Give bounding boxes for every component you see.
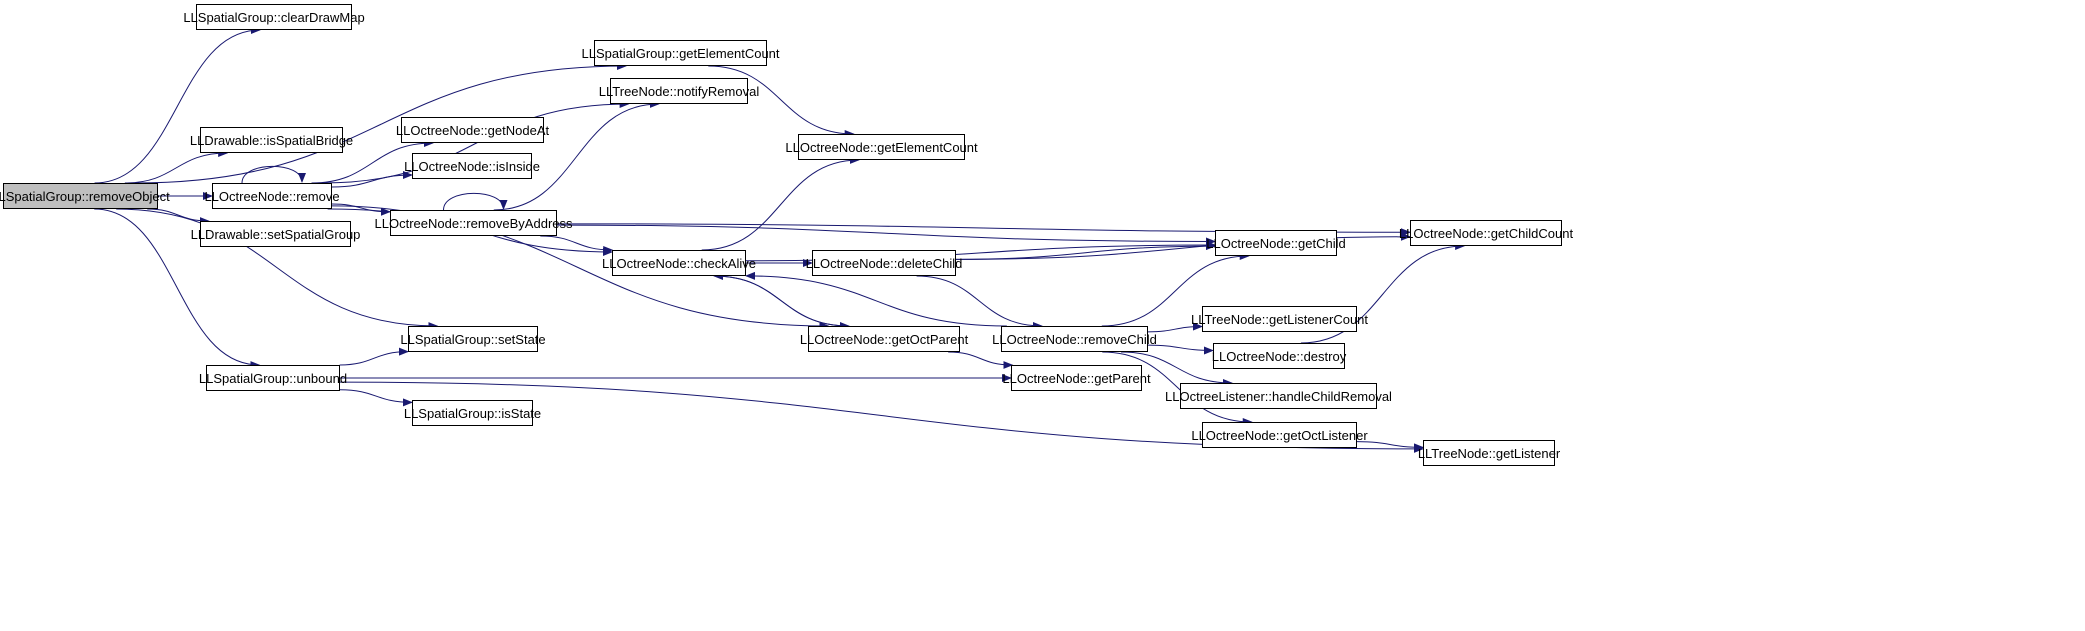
node-spatialgroup-cleardrawmap[interactable]: LLSpatialGroup::clearDrawMap	[183, 4, 365, 30]
edge-removeChild-handleChildRemoval	[1121, 351, 1233, 387]
node-drawable-setspatialgroup[interactable]: LLDrawable::setSpatialGroup	[191, 221, 360, 247]
edge-removeChild-getListenerCount	[1147, 322, 1203, 333]
edge-removeObject-setSpatialGroup	[147, 208, 210, 225]
edge-remove-getNodeAt	[311, 139, 435, 184]
node-spatialgroup-isstate[interactable]: LLSpatialGroup::isState	[404, 400, 541, 426]
edge-removeObject-setState	[116, 208, 439, 330]
edge-removeByAddress-checkAlive	[540, 235, 614, 254]
node-octreenode-getelementcount[interactable]: LLOctreeNode::getElementCount	[785, 134, 978, 160]
node-octreenode-remove[interactable]: LLOctreeNode::remove	[204, 183, 340, 209]
node-treenode-notifyremoval[interactable]: LLTreeNode::notifyRemoval	[599, 78, 759, 104]
edge-removeObject-isSpatialBridge	[124, 149, 229, 184]
edge-sgGetElementCount-onGetElementCount	[708, 65, 855, 138]
node-octreenode-getnodeat[interactable]: LLOctreeNode::getNodeAt	[396, 117, 549, 143]
edge-remove-remove	[241, 165, 306, 184]
edge-getOctParent-getParent	[948, 351, 1014, 369]
edge-getOctParent-checkAlive	[713, 272, 849, 327]
edge-removeObject-clearDrawMap	[94, 26, 261, 184]
node-octreenode-removebyaddress[interactable]: LLOctreeNode::removeByAddress	[375, 210, 573, 236]
edge-remove-notifyRemoval	[322, 100, 630, 184]
node-octreenode-getoctlistener[interactable]: LLOctreeNode::getOctListener	[1191, 422, 1368, 448]
edge-unbound-isState	[339, 389, 413, 407]
node-octreenode-destroy[interactable]: LLOctreeNode::destroy	[1212, 343, 1346, 369]
edge-deleteChild-getChild	[955, 242, 1216, 260]
edge-destroy-getChildCount	[1300, 242, 1466, 344]
node-octreenode-removechild[interactable]: LLOctreeNode::removeChild	[992, 326, 1157, 352]
edge-removeByAddress-getChild	[556, 224, 1216, 246]
node-octreenode-isinside[interactable]: LLOctreeNode::isInside	[404, 153, 540, 179]
edge-removeChild-destroy	[1147, 344, 1214, 355]
edge-removeChild-checkAlive	[745, 271, 1007, 327]
node-octreenode-getchild[interactable]: LLOctreeNode::getChild	[1206, 230, 1346, 256]
node-treenode-getlistener[interactable]: LLTreeNode::getListener	[1418, 440, 1560, 466]
node-octreenode-deletechild[interactable]: LLOctreeNode::deleteChild	[806, 250, 962, 276]
edge-deleteChild-removeChild	[916, 275, 1043, 330]
edge-checkAlive-onGetElementCount	[701, 156, 860, 251]
edge-removeObject-sgGetElementCount	[135, 62, 627, 184]
node-spatialgroup-getelementcount[interactable]: LLSpatialGroup::getElementCount	[582, 40, 780, 66]
edge-removeChild-getOctListener	[1102, 351, 1253, 426]
node-spatialgroup-removeobject[interactable]: LLSpatialGroup::removeObject	[0, 183, 170, 209]
edge-removeObject-unbound	[94, 208, 261, 369]
node-spatialgroup-setstate[interactable]: LLSpatialGroup::setState	[400, 326, 546, 352]
node-octreenode-getoctparent[interactable]: LLOctreeNode::getOctParent	[800, 326, 968, 352]
node-drawable-isspatialbridge[interactable]: LLDrawable::isSpatialBridge	[190, 127, 353, 153]
node-treenode-getlistenercount[interactable]: LLTreeNode::getListenerCount	[1191, 306, 1368, 332]
node-octreenode-getchildcount[interactable]: LLOctreeNode::getChildCount	[1399, 220, 1573, 246]
node-octreelistener-handlechildremoval[interactable]: LLOctreeListener::handleChildRemoval	[1165, 383, 1392, 409]
edge-getOctListener-getListener	[1356, 441, 1424, 452]
node-octreenode-checkalive[interactable]: LLOctreeNode::checkAlive	[602, 250, 756, 276]
edge-removeByAddress-removeByAddress	[443, 192, 508, 211]
edge-unbound-setState	[339, 347, 409, 366]
edge-removeChild-getChild	[1101, 252, 1250, 327]
node-spatialgroup-unbound[interactable]: LLSpatialGroup::unbound	[199, 365, 347, 391]
edge-removeByAddress-notifyRemoval	[493, 100, 660, 211]
edge-remove-isInside	[331, 171, 413, 188]
node-octreenode-getparent[interactable]: LLOctreeNode::getParent	[1002, 365, 1151, 391]
